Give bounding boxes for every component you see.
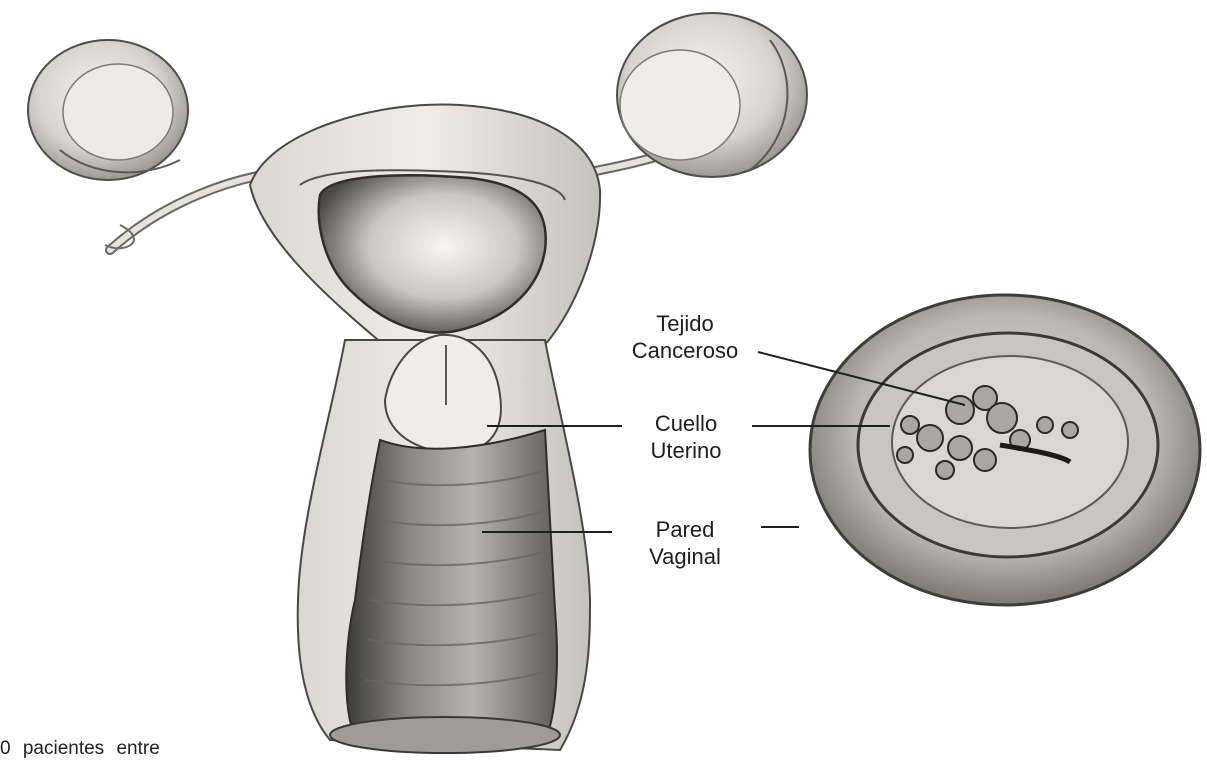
ovary-left (28, 40, 188, 180)
label-tejido-line1: Tejido (612, 310, 758, 337)
cervix-face-view (810, 295, 1200, 605)
label-pared-line1: Pared (614, 516, 756, 543)
footer-text: 0 pacientes entre (0, 738, 160, 760)
ovary-right (617, 13, 807, 177)
label-cuello-line1: Cuello (620, 410, 752, 437)
label-tejido-line2: Canceroso (612, 337, 758, 364)
label-tejido-canceroso: Tejido Canceroso (612, 310, 758, 364)
vaginal-tube (298, 335, 590, 753)
label-pared-line2: Vaginal (614, 543, 756, 570)
uterus (250, 104, 600, 350)
label-cuello-line2: Uterino (620, 437, 752, 464)
label-pared-vaginal: Pared Vaginal (614, 516, 756, 570)
vaginal-canal (346, 430, 557, 745)
label-cuello-uterino: Cuello Uterino (620, 410, 752, 464)
